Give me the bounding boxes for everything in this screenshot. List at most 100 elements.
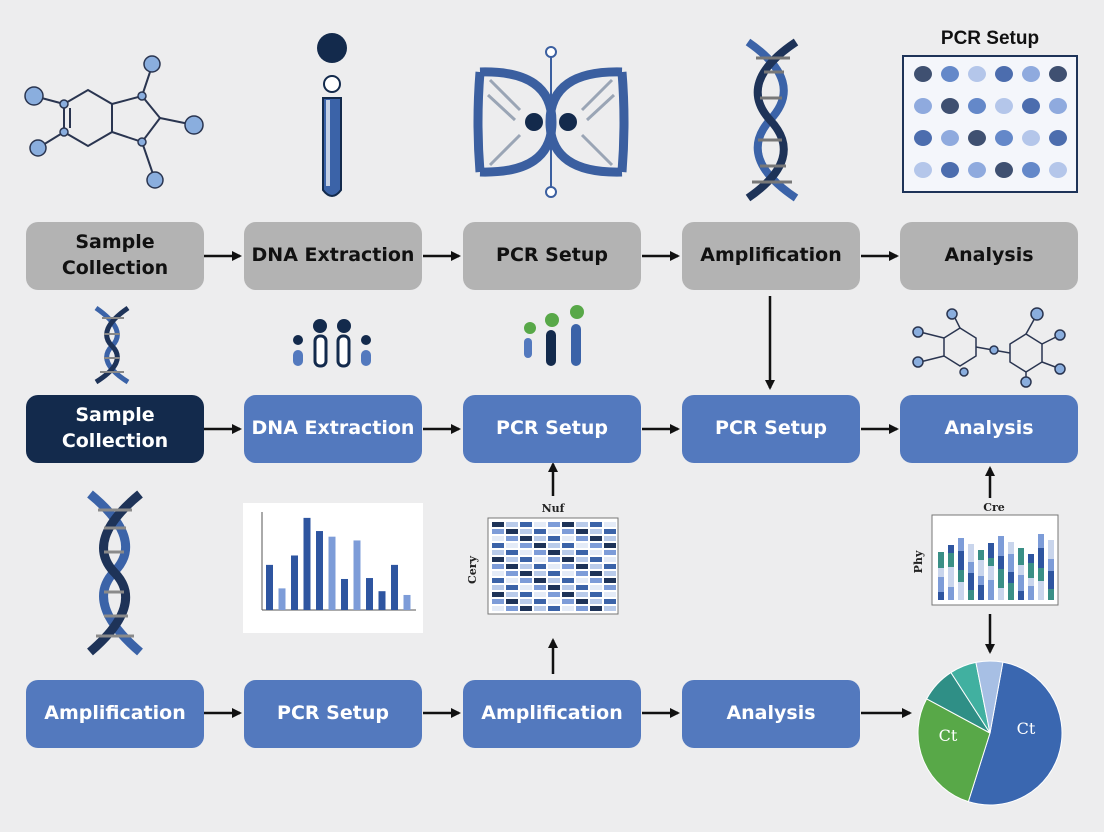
bar-icon-bar [391,564,398,610]
heatmap-cell [492,571,504,576]
heatmap-cell [604,522,616,527]
heatmap-cell [492,536,504,541]
plate-well [968,98,986,114]
node-pcr-setup[interactable]: PCR Setup [244,680,422,748]
node-analysis[interactable]: Analysis [682,680,860,748]
stacked-bar-segment [948,567,954,587]
heatmap-cell [548,606,560,611]
heatmap-cell [576,543,588,548]
large-dna-icon [87,490,143,656]
pie-slice [975,660,1004,734]
pie-label-2: Ct [939,726,958,745]
bar-icon-bar [266,564,273,610]
heatmap-cell [604,578,616,583]
node-pcr-setup[interactable]: PCR Setup [682,395,860,463]
stacked-bar-segment [968,590,974,600]
plate-well [1049,162,1067,178]
stacked-bar-segment [998,569,1004,588]
node-analysis[interactable]: Analysis [900,395,1078,463]
heatmap-cell [562,606,574,611]
node-amplification[interactable]: Amplification [682,222,860,290]
heatmap-cell [548,564,560,569]
heatmap-cell [492,564,504,569]
stacked-caption: Cre [983,501,1005,514]
heatmap-cell [506,606,518,611]
heatmap-cell [576,578,588,583]
node-pcr-setup[interactable]: PCR Setup [463,222,641,290]
heatmap-cell [492,578,504,583]
bar-icon-bar [403,594,411,610]
stacked-bar-segment [1008,583,1014,600]
heatmap-cell [562,550,574,555]
stacked-bar-segment [948,587,954,600]
heatmap-cell [534,557,546,562]
heatmap-cell [576,536,588,541]
plate-well [1049,130,1067,146]
heatmap-cell [534,592,546,597]
heatmap-cell [534,536,546,541]
stacked-bar-segment [988,580,994,600]
molecule-network-icon [912,307,1066,388]
stacked-bar-segment [1018,575,1024,591]
stacked-bar-segment [1028,586,1034,600]
heatmap-cell [492,557,504,562]
heatmap-cell [576,585,588,590]
stacked-bar-segment [988,543,994,558]
bar-icon-bar [316,531,323,610]
heatmap-cell [492,543,504,548]
plate-well [1022,98,1040,114]
stacked-bar-segment [1048,559,1054,571]
plate-well [914,162,932,178]
heatmap-cell [520,571,532,576]
heatmap-cell [548,592,560,597]
stacked-bar-segment [948,545,954,553]
bar-chart-icon [243,503,423,633]
node-amplification[interactable]: Amplification [26,680,204,748]
heatmap-cell [506,557,518,562]
heatmap-cell [520,585,532,590]
plate-well [968,162,986,178]
node-sample-collection[interactable]: Sample Collection [26,222,204,290]
heatmap-cell [562,585,574,590]
heatmap-cell [590,585,602,590]
stacked-bar-segment [1038,581,1044,600]
stacked-bar-segment [998,588,1004,600]
pie-label-1: Ct [1017,719,1036,738]
stacked-bar-segment [1048,589,1054,600]
heatmap-cell [548,585,560,590]
bar-icon-bar [353,540,361,610]
heatmap-cell [548,571,560,576]
node-sample-collection[interactable]: Sample Collection [26,395,204,463]
node-dna-extraction[interactable]: DNA Extraction [244,222,422,290]
heatmap-cell [520,564,532,569]
heatmap-cell [506,592,518,597]
stacked-bar-segment [968,544,974,562]
heatmap-cell [492,606,504,611]
plate-well [995,66,1013,82]
heatmap-cell [590,564,602,569]
molecule-icon [24,55,204,189]
bar-icon-bar [366,578,373,610]
heatmap-cell [534,578,546,583]
heatmap-ylabel: Cery [466,555,479,584]
stacked-bar-segment [1008,572,1014,583]
heatmap-cell [604,536,616,541]
heatmap-cell [590,543,602,548]
heatmap-cell [604,571,616,576]
heatmap-cell [548,543,560,548]
node-amplification[interactable]: Amplification [463,680,641,748]
heatmap-cell [576,606,588,611]
stacked-bar-icon: Cre Phy [912,501,1059,606]
heatmap-cell [534,599,546,604]
heatmap-cell [590,529,602,534]
heatmap-cell [590,522,602,527]
heatmap-cell [492,529,504,534]
heatmap-cell [520,599,532,604]
heatmap-cell [562,522,574,527]
heatmap-cell [520,557,532,562]
stacked-bar-segment [1038,534,1044,548]
node-pcr-setup[interactable]: PCR Setup [463,395,641,463]
heatmap-cell [534,585,546,590]
node-analysis[interactable]: Analysis [900,222,1078,290]
node-dna-extraction[interactable]: DNA Extraction [244,395,422,463]
